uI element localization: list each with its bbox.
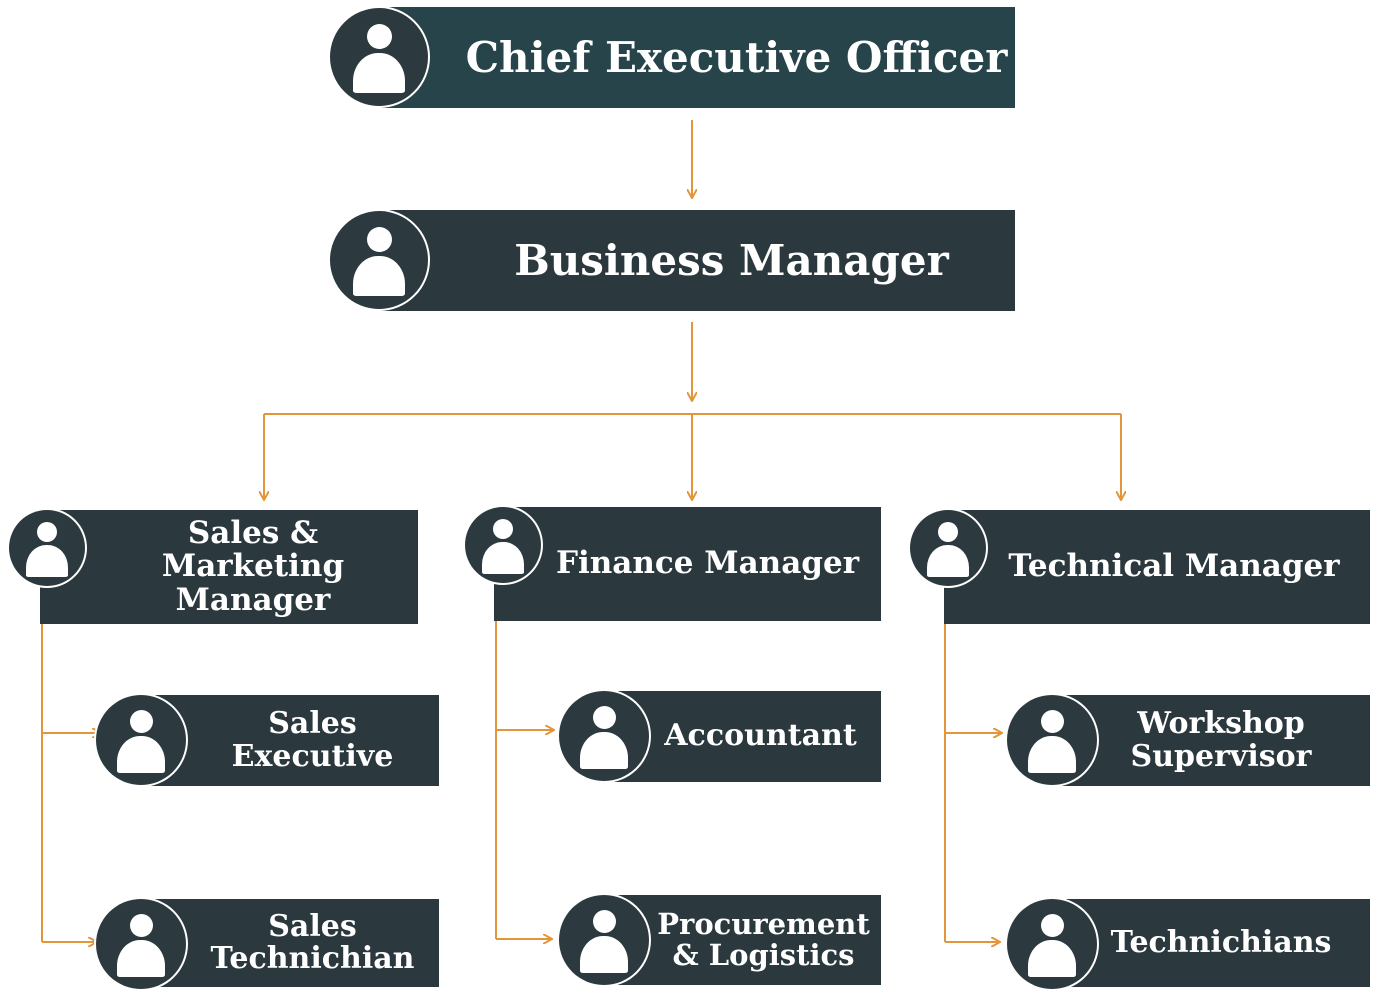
node-label: Sales Executive	[231, 706, 394, 774]
node-box: Finance Manager	[494, 507, 881, 621]
person-icon	[96, 899, 186, 989]
node-box: Business Manager	[378, 210, 1015, 311]
person-icon	[1007, 695, 1097, 785]
node-label: Workshop Supervisor	[1130, 706, 1312, 774]
person-icon	[96, 695, 186, 785]
person-icon	[465, 507, 541, 583]
node-box: Technichians	[1050, 899, 1370, 987]
node-box: Chief Executive Officer	[378, 7, 1015, 108]
person-icon	[1007, 899, 1097, 989]
node-label: Sales Technichian	[210, 908, 415, 976]
person-icon	[330, 211, 428, 309]
node-box: Sales Technichian	[138, 899, 439, 987]
node-label: Finance Manager	[555, 545, 860, 582]
node-label: Technical Manager	[1008, 548, 1340, 585]
node-label: Procurement & Logistics	[657, 906, 870, 972]
node-box: Workshop Supervisor	[1050, 695, 1370, 786]
person-icon	[330, 8, 428, 106]
node-label: Business Manager	[514, 235, 949, 285]
node-label: Sales & Marketing Manager	[161, 514, 345, 618]
person-icon	[9, 510, 85, 586]
node-box: Sales Executive	[138, 695, 439, 786]
node-box: Procurement & Logistics	[600, 895, 881, 985]
person-icon	[559, 895, 649, 985]
node-label: Technichians	[1110, 924, 1332, 960]
person-icon	[910, 510, 986, 586]
node-label: Accountant	[664, 718, 857, 754]
node-box: Sales & Marketing Manager	[40, 510, 418, 624]
node-label: Chief Executive Officer	[465, 32, 1008, 82]
person-icon	[559, 691, 649, 781]
node-box: Technical Manager	[944, 510, 1370, 624]
